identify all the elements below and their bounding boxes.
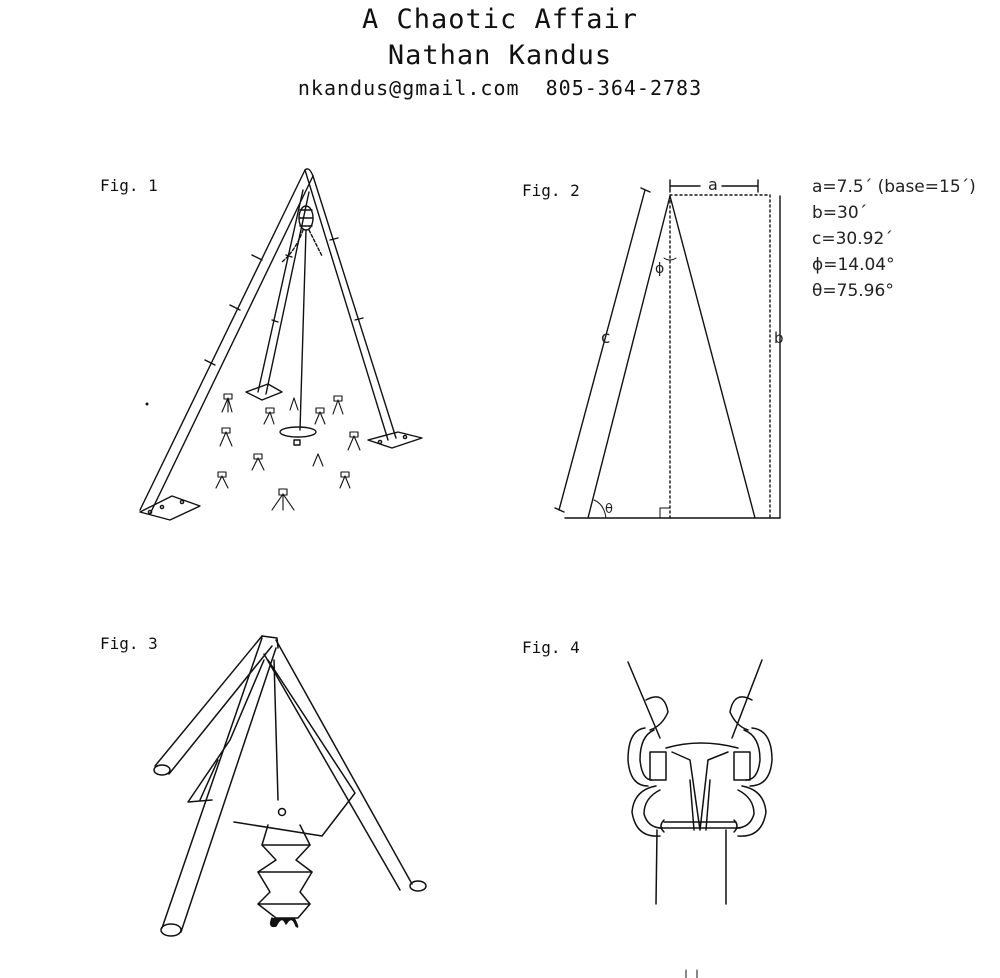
dim-c: c=30.92´ bbox=[812, 229, 893, 249]
label-phi: ϕ bbox=[655, 261, 664, 277]
dim-theta: θ=75.96° bbox=[812, 281, 894, 301]
fig2-label: Fig. 2 bbox=[522, 181, 580, 200]
contact-info: nkandus@gmail.com 805-364-2783 bbox=[297, 76, 703, 100]
document-title: A Chaotic Affair bbox=[361, 4, 639, 35]
fig4-label: Fig. 4 bbox=[522, 638, 580, 657]
dim-b: b=30´ bbox=[812, 203, 867, 223]
author-name: Nathan Kandus bbox=[387, 40, 613, 71]
label-a: a bbox=[708, 175, 718, 194]
label-c: c bbox=[601, 328, 610, 348]
dim-a: a=7.5´ (base=15´) bbox=[812, 177, 976, 197]
dim-phi: ϕ=14.04° bbox=[812, 255, 895, 275]
fig3-label: Fig. 3 bbox=[100, 634, 158, 653]
label-theta: θ bbox=[605, 502, 613, 517]
label-b: b bbox=[774, 329, 784, 347]
fig1-label: Fig. 1 bbox=[100, 176, 158, 195]
